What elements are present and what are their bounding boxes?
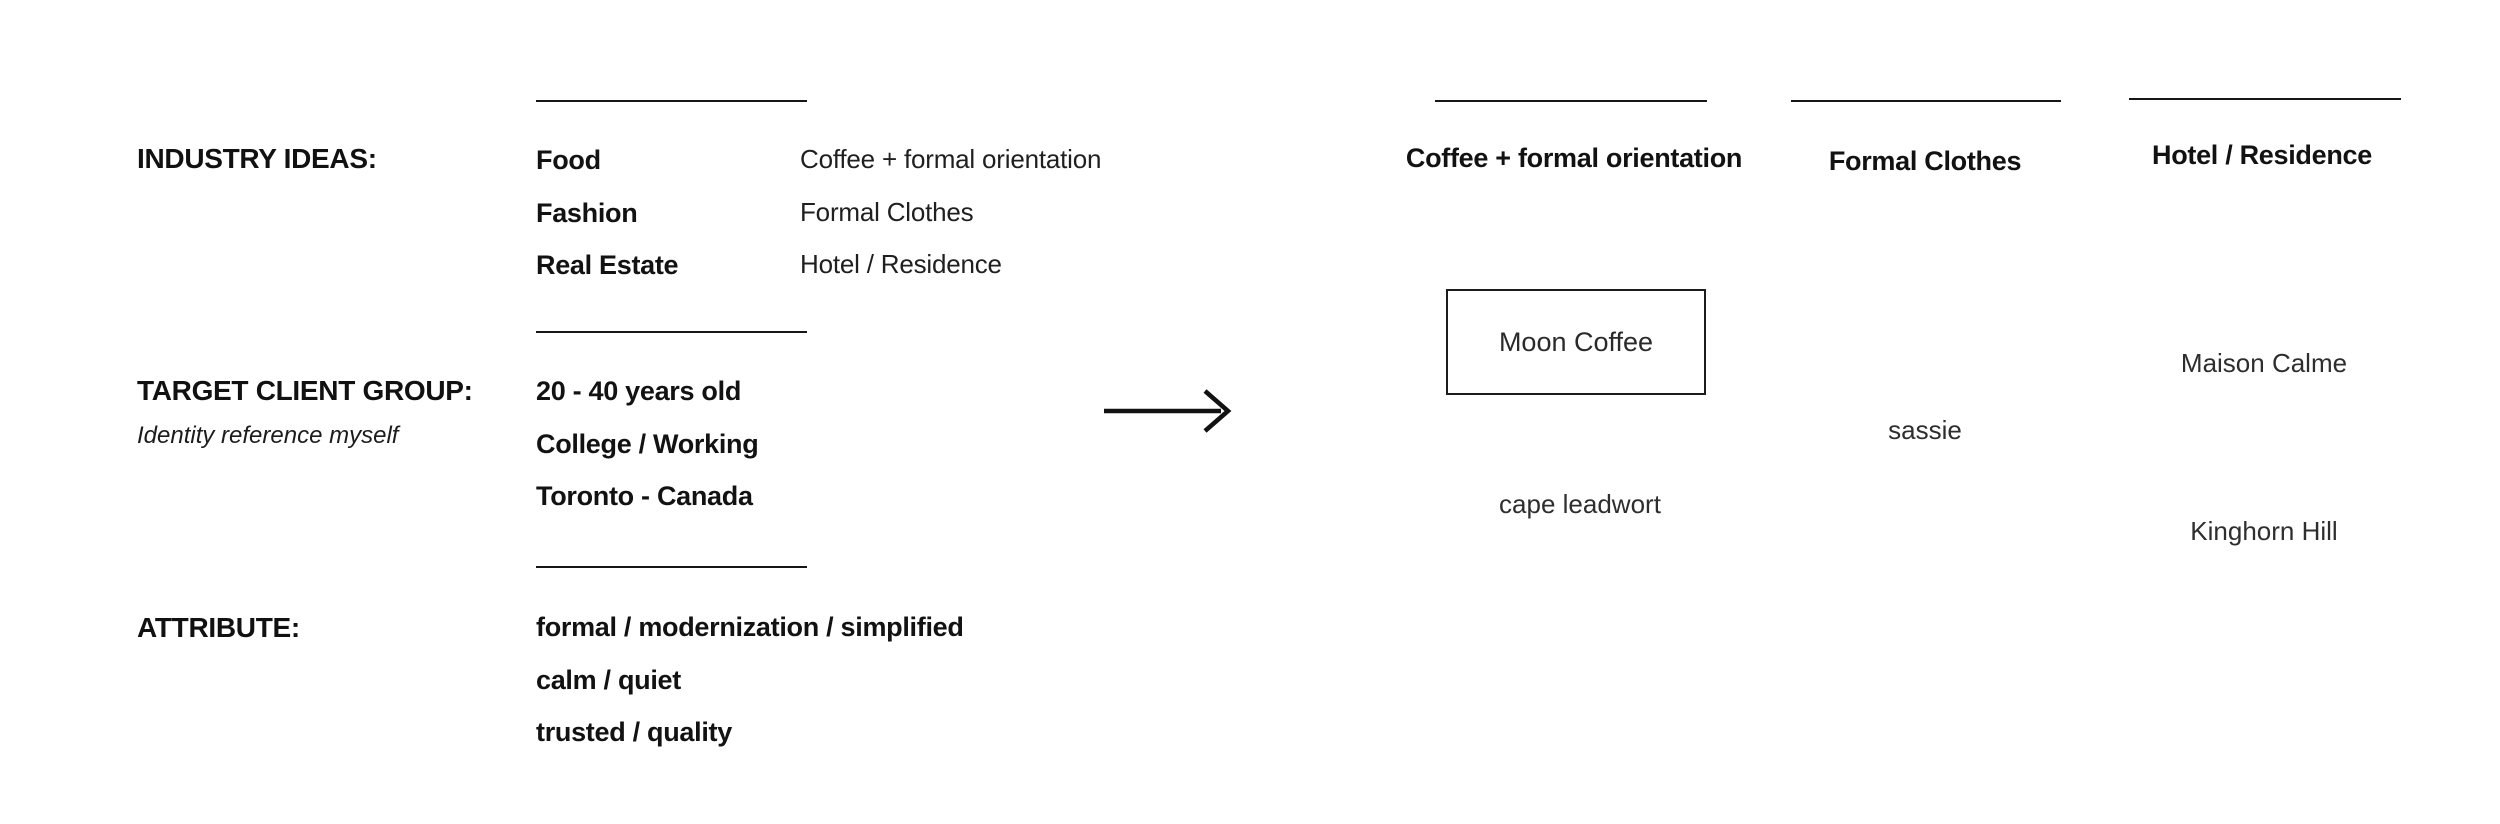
maison-calme-label: Maison Calme [2180, 348, 2348, 378]
industry-ideas-label: INDUSTRY IDEAS: [137, 143, 377, 174]
moon-coffee-name-card: Moon Coffee [1446, 289, 1706, 395]
cape-leadwort-label: cape leadwort [1499, 489, 1661, 519]
coffee-column-header: Coffee + formal orientation [1405, 143, 1743, 173]
divider-line-industry [536, 100, 807, 102]
target-item: College / Working [536, 429, 759, 459]
divider-line-target [536, 331, 807, 333]
attribute-label: ATTRIBUTE: [137, 612, 300, 643]
target-client-note: Identity reference myself [137, 422, 399, 449]
divider-line-coffee-column [1435, 100, 1707, 102]
industry-mapped-item: Formal Clothes [800, 197, 974, 227]
industry-item: Fashion [536, 198, 638, 228]
divider-line-clothes-column [1791, 100, 2061, 102]
industry-mapped-item: Coffee + formal orientation [800, 144, 1102, 174]
target-item: Toronto - Canada [536, 481, 753, 511]
attribute-item: formal / modernization / simplified [536, 612, 964, 642]
attribute-item: trusted / quality [536, 717, 732, 747]
clothes-column-header: Formal Clothes [1828, 146, 2022, 176]
moon-coffee-label: Moon Coffee [1498, 326, 1654, 357]
industry-mapped-item: Hotel / Residence [800, 249, 1002, 279]
industry-item: Food [536, 145, 601, 175]
right-arrow-icon [1100, 384, 1236, 438]
hotel-column-header: Hotel / Residence [2152, 140, 2372, 170]
kinghorn-hill-label: Kinghorn Hill [2190, 516, 2338, 546]
sassie-label: sassie [1888, 415, 1962, 445]
divider-line-attribute [536, 566, 807, 568]
target-item: 20 - 40 years old [536, 376, 742, 406]
attribute-item: calm / quiet [536, 665, 681, 695]
target-client-group-label: TARGET CLIENT GROUP: [137, 375, 473, 406]
industry-item: Real Estate [536, 250, 679, 280]
divider-line-hotel-column [2129, 98, 2401, 100]
